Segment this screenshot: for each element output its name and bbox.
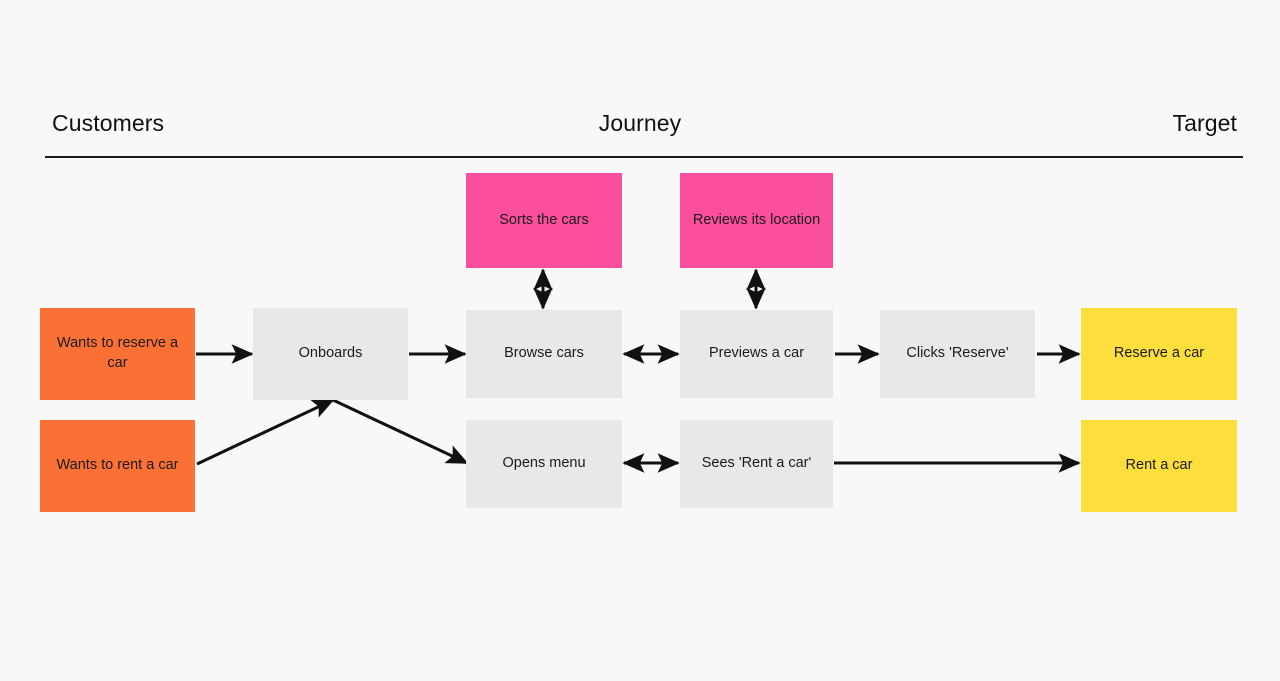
column-header-customers: Customers: [52, 110, 165, 136]
node-label: Opens menu: [502, 455, 586, 472]
node-onboards[interactable]: Onboards: [253, 308, 408, 400]
node-label: Browse cars: [504, 345, 584, 362]
node-previews-a-car[interactable]: Previews a car: [680, 310, 833, 398]
node-label: Onboards: [298, 345, 363, 362]
node-reviews-its-location[interactable]: Reviews its location: [680, 173, 833, 268]
header-divider-rule: [45, 156, 1243, 158]
node-sees-rent-a-car[interactable]: Sees 'Rent a car': [680, 420, 833, 508]
node-label: Wants to reserve a car: [56, 335, 179, 371]
node-reserve-a-car[interactable]: Reserve a car: [1081, 308, 1237, 400]
column-header-target: Target: [1172, 110, 1237, 136]
node-browse-cars[interactable]: Browse cars: [466, 310, 622, 398]
node-label: Rent a car: [1125, 457, 1193, 474]
node-wants-to-reserve-a-car[interactable]: Wants to reserve a car: [40, 308, 195, 400]
node-label: Previews a car: [708, 345, 805, 362]
column-header-journey: Journey: [598, 110, 682, 136]
node-rent-a-car[interactable]: Rent a car: [1081, 420, 1237, 512]
node-clicks-reserve[interactable]: Clicks 'Reserve': [880, 310, 1035, 398]
node-label: Sorts the cars: [499, 211, 589, 228]
node-label: Reviews its location: [692, 211, 821, 228]
node-label: Wants to rent a car: [56, 457, 179, 474]
connector-rent-to-onboards: [196, 398, 335, 466]
node-opens-menu[interactable]: Opens menu: [466, 420, 622, 508]
node-sorts-the-cars[interactable]: Sorts the cars: [466, 173, 622, 268]
connector-rent-to-opens-menu: [332, 398, 469, 465]
node-wants-to-rent-a-car[interactable]: Wants to rent a car: [40, 420, 195, 512]
node-label: Reserve a car: [1113, 345, 1205, 362]
node-label: Clicks 'Reserve': [906, 345, 1009, 362]
node-label: Sees 'Rent a car': [701, 455, 812, 472]
